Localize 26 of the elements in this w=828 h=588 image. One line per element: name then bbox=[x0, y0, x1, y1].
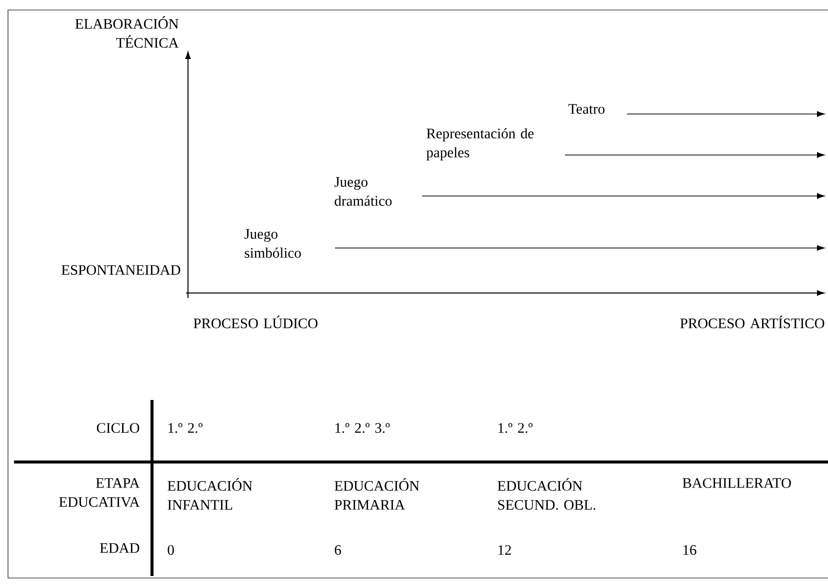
arrow bbox=[626, 111, 825, 117]
label: EDUCACIÓN PRIMARIA bbox=[334, 478, 420, 510]
label: 1.º 2.º bbox=[168, 423, 202, 433]
label: EDUCACIÓN INFANTIL bbox=[168, 478, 252, 510]
arrow bbox=[422, 193, 825, 199]
label: BACHILLERATO bbox=[682, 478, 791, 488]
label: EDUCACIÓN SECUND. OBL. bbox=[498, 478, 596, 510]
label: 12 bbox=[498, 545, 511, 555]
label: EDAD bbox=[100, 543, 140, 553]
stage-label: Juego dramático bbox=[334, 177, 392, 206]
label: PROCESO LÚDICO bbox=[194, 316, 318, 328]
label: 1.º 2.º bbox=[498, 423, 532, 433]
label: PROCESO ARTÍSTICO bbox=[680, 316, 824, 328]
arrow bbox=[564, 152, 825, 158]
label: 6 bbox=[334, 545, 342, 555]
stage-label: Juego simbólico bbox=[244, 229, 301, 258]
label: 0 bbox=[168, 545, 174, 555]
arrow bbox=[334, 245, 825, 251]
label: ESPONTANEIDAD bbox=[62, 265, 180, 275]
label: CICLO bbox=[96, 423, 140, 433]
label: 16 bbox=[683, 545, 696, 555]
label: 1.º 2.º 3.º bbox=[335, 423, 390, 433]
stage-label: Teatro bbox=[568, 104, 604, 114]
label: ELABORACIÓN TÉCNICA bbox=[75, 16, 179, 48]
stage-label: Representación de papeles bbox=[426, 128, 534, 160]
label: ETAPA EDUCATIVA bbox=[59, 478, 140, 507]
